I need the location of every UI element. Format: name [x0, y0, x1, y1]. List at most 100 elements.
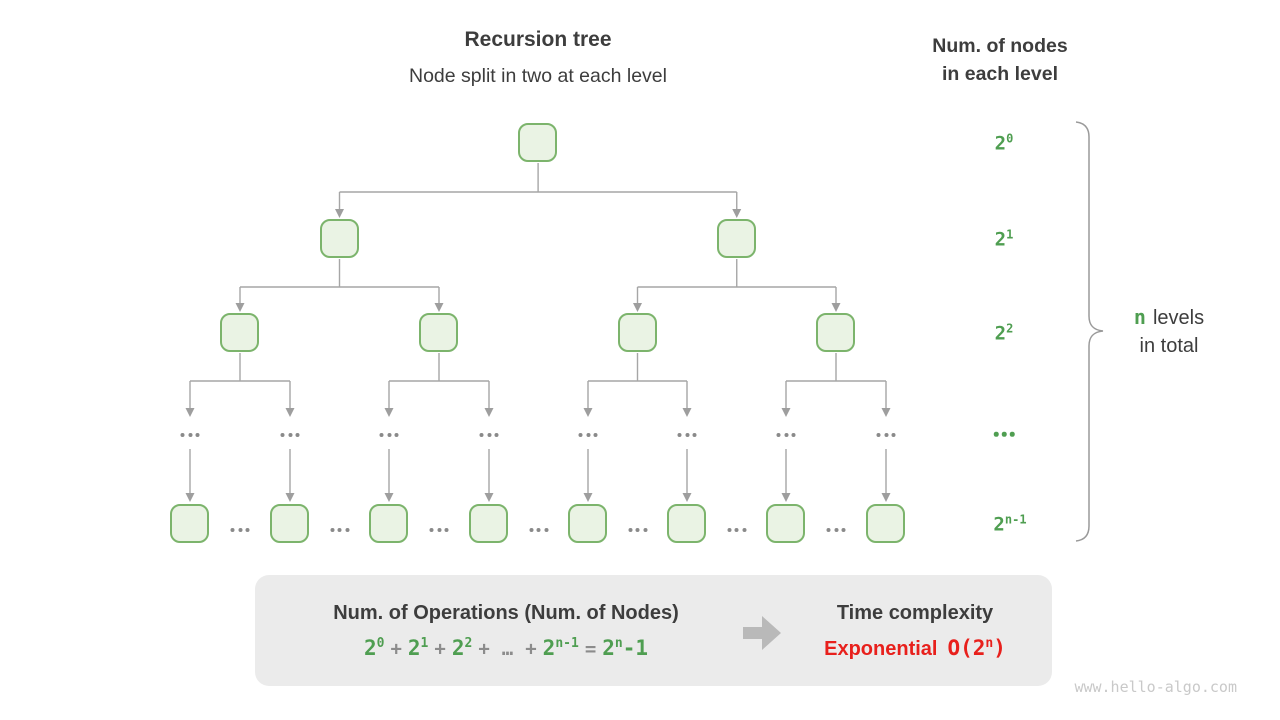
tree-node — [866, 504, 905, 543]
dot — [494, 433, 499, 437]
tree-node — [220, 313, 259, 352]
tree-node — [617, 313, 657, 352]
ellipsis-row-dots — [578, 433, 598, 437]
arrowhead-icon — [781, 408, 791, 417]
arrowhead-icon — [881, 493, 891, 502]
level-label: 2n-1 — [993, 512, 1027, 536]
dot — [195, 433, 200, 437]
dot — [444, 528, 449, 532]
dot — [685, 433, 689, 437]
dot — [891, 433, 896, 437]
dot — [280, 433, 285, 437]
dot — [993, 431, 999, 437]
dot — [230, 528, 235, 532]
level-label: 22 — [994, 321, 1014, 345]
ellipsis-row-dots — [677, 433, 697, 437]
arrowhead-icon — [682, 408, 692, 417]
arrowhead-icon — [335, 209, 344, 218]
arrowhead-icon — [682, 493, 692, 502]
dot — [776, 433, 781, 437]
levels-word: levels — [1152, 307, 1205, 329]
tree-node — [469, 504, 508, 543]
brace-path — [1075, 121, 1104, 542]
level-label: 20 — [994, 131, 1014, 155]
dot — [330, 528, 334, 532]
arrowhead-icon — [235, 303, 245, 312]
dot — [337, 528, 342, 532]
dot — [529, 528, 533, 532]
tree-node — [568, 504, 607, 543]
tree-node — [667, 504, 706, 543]
arrow-tail — [743, 627, 762, 639]
level-label: 21 — [994, 227, 1014, 251]
dot — [394, 433, 399, 437]
ellipsis-row-dots — [379, 433, 399, 437]
formula-operator: + — [434, 638, 446, 660]
dot — [536, 528, 541, 532]
dot — [1001, 431, 1007, 437]
arrowhead-icon — [384, 493, 394, 502]
tree-node — [270, 504, 309, 543]
formula-power: 22 — [451, 636, 473, 660]
arrowhead-icon — [285, 493, 295, 502]
formula-operator: = — [584, 638, 597, 660]
dot — [784, 433, 788, 437]
arrowhead-icon — [285, 408, 295, 417]
ellipsis-row-dots — [776, 433, 796, 437]
leaf-separator-dots — [529, 528, 548, 532]
formula-exponent: 0 — [376, 636, 385, 651]
level-label-exponent: 0 — [1006, 131, 1014, 146]
operations-title: Num. of Operations (Num. of Nodes) — [333, 602, 679, 624]
formula-operator: + — [478, 638, 490, 660]
dot — [826, 528, 831, 532]
complexity-exponent: n — [985, 636, 994, 651]
dot — [834, 528, 838, 532]
dot — [841, 528, 846, 532]
ellipsis-row-dots — [180, 433, 200, 437]
dot — [593, 433, 598, 437]
level-label-exponent: 1 — [1006, 227, 1014, 242]
leaf-separator-dots — [429, 528, 449, 532]
arrowhead-icon — [384, 408, 394, 417]
dot — [635, 528, 640, 532]
tree-node — [716, 219, 756, 258]
level-label-exponent: n-1 — [1004, 512, 1027, 527]
watermark: www.hello-algo.com — [1074, 678, 1237, 696]
formula-exponent: n — [614, 636, 623, 651]
dot — [677, 433, 682, 437]
dot — [288, 433, 292, 437]
dot — [429, 528, 434, 532]
dot — [345, 528, 349, 532]
dot — [578, 433, 583, 437]
leaf-separator-dots — [230, 528, 250, 532]
arrowhead-icon — [583, 493, 593, 502]
dot — [245, 528, 250, 532]
leaf-separator-dots — [628, 528, 647, 532]
arrowhead-icon — [185, 493, 195, 502]
tree-node — [816, 313, 855, 352]
ellipsis-row-dots — [479, 433, 499, 437]
tree-node — [170, 504, 209, 543]
level-label-exponent: 2 — [1006, 321, 1014, 336]
tree-node — [369, 504, 408, 543]
n-variable: n — [1133, 305, 1146, 329]
dot — [238, 528, 242, 532]
dot — [692, 433, 697, 437]
formula-exponent: n-1 — [555, 636, 579, 651]
dot — [479, 433, 484, 437]
dot — [643, 528, 647, 532]
formula-power: 2n-1 — [602, 636, 649, 660]
formula-power: 20 — [363, 636, 385, 660]
arrowhead-icon — [732, 209, 742, 218]
dot — [791, 433, 796, 437]
leaf-separator-dots — [826, 528, 846, 532]
dot — [742, 528, 746, 532]
ellipsis-row-dots — [280, 433, 300, 437]
arrowhead-icon — [434, 303, 444, 312]
formula-exponent: 2 — [464, 636, 473, 651]
arrowhead-icon — [831, 303, 841, 312]
dot — [586, 433, 590, 437]
